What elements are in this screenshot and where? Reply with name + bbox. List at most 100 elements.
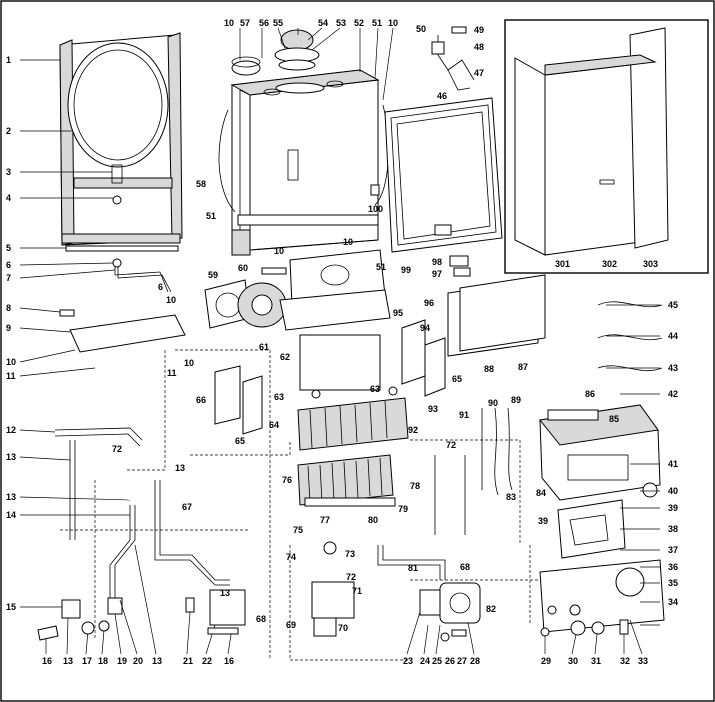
label-4: 4 <box>6 193 11 203</box>
label-44: 44 <box>668 331 678 341</box>
label-68: 68 <box>460 562 470 572</box>
label-60: 60 <box>238 263 248 273</box>
label-56: 56 <box>259 18 269 28</box>
label-83: 83 <box>506 492 516 502</box>
callout-labels: 1 2 3 4 5 6 7 6 8 9 10 10 11 11 10 57 56… <box>6 18 678 666</box>
label-70: 70 <box>338 623 348 633</box>
label-59: 59 <box>208 270 218 280</box>
label-53: 53 <box>336 18 346 28</box>
rear-frame-assembly <box>59 32 183 252</box>
label-28: 28 <box>470 656 480 666</box>
label-13: 13 <box>152 656 162 666</box>
label-55: 55 <box>273 18 283 28</box>
burner <box>297 454 396 507</box>
label-66: 66 <box>196 395 206 405</box>
label-42: 42 <box>668 389 678 399</box>
label-11: 11 <box>167 368 177 378</box>
label-19: 19 <box>117 656 127 666</box>
label-43: 43 <box>668 363 678 373</box>
label-303: 303 <box>643 259 658 269</box>
label-13: 13 <box>6 492 16 502</box>
label-77: 77 <box>320 515 330 525</box>
heat-exchanger <box>297 386 409 451</box>
pcb-38 <box>557 499 626 559</box>
label-63: 63 <box>274 392 284 402</box>
label-302: 302 <box>602 259 617 269</box>
label-96: 96 <box>424 298 434 308</box>
label-36: 36 <box>668 562 678 572</box>
label-76: 76 <box>282 475 292 485</box>
label-9: 9 <box>6 323 11 333</box>
label-10: 10 <box>274 246 284 256</box>
label-16: 16 <box>224 656 234 666</box>
leader-lines <box>19 27 660 626</box>
label-93: 93 <box>428 404 438 414</box>
label-54: 54 <box>318 18 328 28</box>
label-11: 11 <box>6 371 16 381</box>
label-13: 13 <box>63 656 73 666</box>
label-90: 90 <box>488 398 498 408</box>
label-69: 69 <box>286 620 296 630</box>
label-85: 85 <box>609 414 619 424</box>
label-15: 15 <box>6 602 16 612</box>
label-94: 94 <box>420 323 430 333</box>
label-35: 35 <box>668 578 678 588</box>
label-91: 91 <box>459 410 469 420</box>
insulation-panels <box>214 274 546 435</box>
label-301: 301 <box>555 259 570 269</box>
fan-assembly <box>231 29 320 76</box>
label-64: 64 <box>269 420 279 430</box>
label-51: 51 <box>376 262 386 272</box>
sensor-cables <box>431 26 475 91</box>
label-13: 13 <box>6 452 16 462</box>
label-38: 38 <box>668 524 678 534</box>
label-100: 100 <box>368 204 383 214</box>
label-79: 79 <box>398 504 408 514</box>
label-37: 37 <box>668 545 678 555</box>
label-10: 10 <box>166 295 176 305</box>
label-57: 57 <box>240 18 250 28</box>
label-68: 68 <box>256 614 266 624</box>
label-98: 98 <box>432 257 442 267</box>
label-5: 5 <box>6 243 11 253</box>
label-1: 1 <box>6 55 11 65</box>
gas-valve <box>311 541 355 637</box>
flue-hood <box>204 249 391 391</box>
label-10: 10 <box>6 357 16 367</box>
label-72: 72 <box>346 572 356 582</box>
label-51: 51 <box>206 211 216 221</box>
label-20: 20 <box>133 656 143 666</box>
cables <box>434 301 663 535</box>
label-99: 99 <box>401 265 411 275</box>
label-25: 25 <box>432 656 442 666</box>
pump-assembly <box>377 545 481 624</box>
label-17: 17 <box>82 656 92 666</box>
label-62: 62 <box>280 352 290 362</box>
label-61: 61 <box>259 342 269 352</box>
label-82: 82 <box>486 604 496 614</box>
label-81: 81 <box>408 563 418 573</box>
label-95: 95 <box>393 308 403 318</box>
label-39: 39 <box>668 503 678 513</box>
label-50: 50 <box>416 24 426 34</box>
label-34: 34 <box>668 597 678 607</box>
label-7: 7 <box>6 273 11 283</box>
guide-lines <box>60 349 540 661</box>
label-16: 16 <box>42 656 52 666</box>
label-39: 39 <box>538 516 548 526</box>
label-6: 6 <box>6 260 11 270</box>
label-72: 72 <box>112 444 122 454</box>
label-23: 23 <box>403 656 413 666</box>
label-97: 97 <box>432 269 442 279</box>
expansion-vessel <box>67 42 169 168</box>
label-48: 48 <box>474 42 484 52</box>
label-26: 26 <box>445 656 455 666</box>
label-31: 31 <box>591 656 601 666</box>
label-41: 41 <box>668 459 678 469</box>
label-65: 65 <box>235 436 245 446</box>
label-89: 89 <box>511 395 521 405</box>
small-parts <box>37 597 629 642</box>
label-2: 2 <box>6 126 11 136</box>
